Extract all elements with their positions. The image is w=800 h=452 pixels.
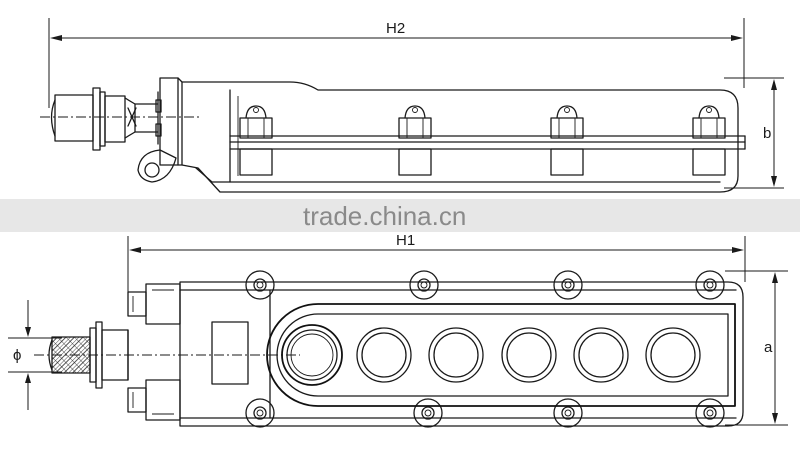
- mounting-hole: [245, 270, 275, 300]
- top-pushbuttons: [281, 324, 701, 386]
- mounting-hole: [413, 398, 443, 428]
- top-pushbutton-6: [645, 327, 701, 383]
- side-rails: [229, 135, 746, 150]
- top-pushbutton-5: [573, 327, 629, 383]
- label-h1: H1: [396, 232, 415, 249]
- top-view: H1 a ϕ: [8, 232, 788, 428]
- mounting-hole: [245, 398, 275, 428]
- mounting-hole: [553, 270, 583, 300]
- mounting-hole: [409, 270, 439, 300]
- mounting-hole: [695, 270, 725, 300]
- top-side-lugs: [127, 283, 181, 421]
- side-eyelet: [137, 149, 177, 183]
- top-label-plate: [211, 321, 249, 385]
- label-a: a: [764, 339, 773, 356]
- side-pushbutton-3: [550, 105, 584, 176]
- mounting-hole: [553, 398, 583, 428]
- dimension-h2: H2: [48, 18, 745, 108]
- side-pushbuttons: [239, 105, 726, 176]
- side-pushbutton-2: [398, 105, 432, 176]
- side-cable-gland: [40, 87, 200, 151]
- top-pushbutton-4: [501, 327, 557, 383]
- top-pushbutton-3: [428, 327, 484, 383]
- label-b: b: [763, 125, 771, 142]
- side-pushbutton-4: [692, 105, 726, 176]
- top-mounting-holes: [245, 270, 725, 428]
- side-pushbutton-1: [239, 105, 273, 176]
- watermark-band: trade.china.cn: [0, 199, 800, 232]
- top-button-panel: [266, 303, 736, 407]
- dimension-h1: H1: [127, 232, 746, 300]
- label-h2: H2: [386, 20, 405, 37]
- watermark-text: trade.china.cn: [303, 201, 466, 231]
- top-cable-gland: [48, 321, 129, 389]
- top-pushbutton-2: [356, 327, 412, 383]
- mounting-hole: [695, 398, 725, 428]
- label-phi: ϕ: [13, 347, 21, 364]
- top-pushbutton-1: [281, 324, 343, 386]
- side-view: H2 b: [40, 18, 784, 193]
